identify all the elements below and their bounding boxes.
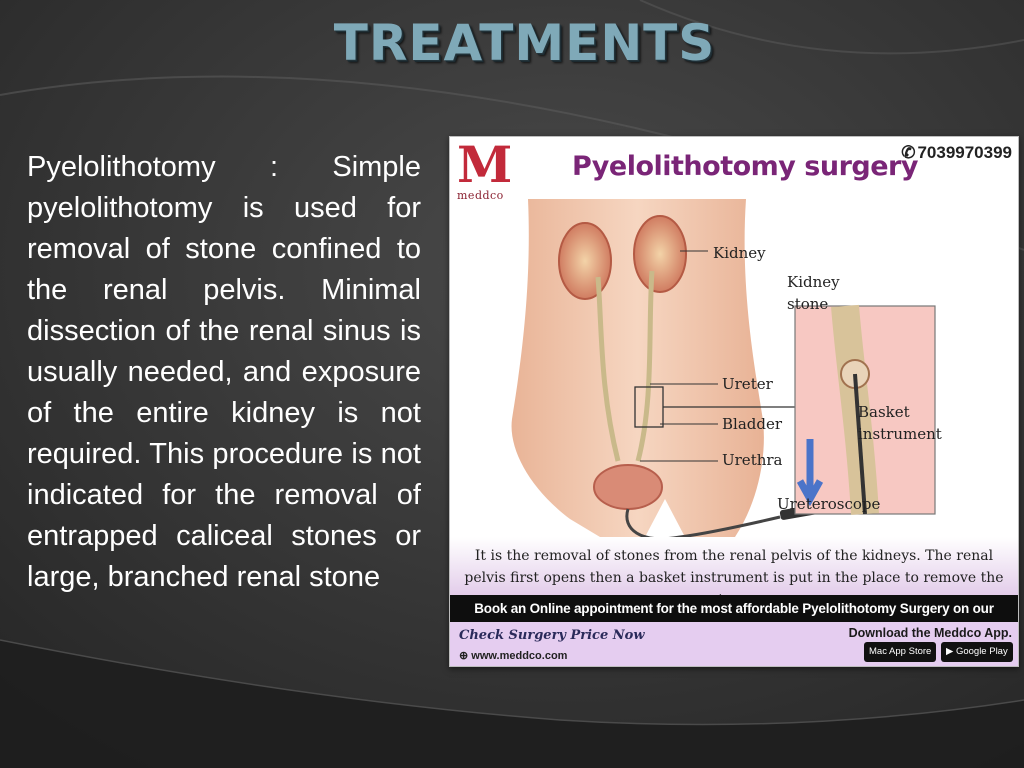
pyelolithotomy-figure: M meddco Pyelolithotomy surgery ✆7039970… <box>449 136 1019 667</box>
label-kidney-stone-1: Kidney <box>787 273 840 291</box>
ureteroscope-shaft <box>625 508 781 537</box>
label-bladder: Bladder <box>722 415 783 433</box>
right-kidney <box>633 215 687 293</box>
label-urethra: Urethra <box>722 451 783 469</box>
globe-icon: ⊕ <box>459 650 469 662</box>
right-ureter <box>635 270 655 462</box>
label-basket-1: Basket <box>858 403 910 421</box>
app-store-badge: Mac App Store <box>864 642 936 662</box>
book-appointment-bar: Book an Online appointment for the most … <box>450 595 1018 643</box>
app-store-label: Mac App Store <box>869 646 932 657</box>
bottom-band: Check Surgery Price Now ⊕ www.meddco.com… <box>450 622 1018 666</box>
label-kidney-stone-2: stone <box>787 295 829 313</box>
check-price-link: Check Surgery Price Now <box>459 628 645 643</box>
website-text: ⊕ www.meddco.com <box>459 649 567 662</box>
label-ureter: Ureter <box>722 375 773 393</box>
logo-letter: M <box>457 136 513 194</box>
google-play-badge: ▶ Google Play <box>941 642 1013 662</box>
left-kidney <box>558 222 612 300</box>
logo-text: meddco <box>457 189 504 202</box>
inset-basket <box>853 373 867 515</box>
phone-number: ✆7039970399 <box>901 143 1012 163</box>
bladder <box>593 464 663 510</box>
label-ureteroscope: Ureteroscope <box>777 495 881 513</box>
phone-text: 7039970399 <box>917 143 1012 162</box>
label-kidney: Kidney <box>713 244 766 262</box>
figure-title: Pyelolithotomy surgery <box>572 151 918 182</box>
body-text: Pyelolithotomy : Simple pyelolithotomy i… <box>27 151 421 593</box>
download-app-text: Download the Meddco App. <box>848 626 1012 640</box>
anatomy-illustration <box>511 199 936 537</box>
inset-arrow <box>796 439 824 507</box>
label-basket-2: instrument <box>858 425 942 443</box>
slide-title: TREATMENTS <box>333 14 716 72</box>
play-icon: ▶ <box>946 646 954 657</box>
website-url: www.meddco.com <box>471 650 568 662</box>
phone-icon: ✆ <box>901 143 916 162</box>
left-ureter <box>595 276 621 462</box>
meddco-logo: M meddco <box>455 140 512 203</box>
caption-band: It is the removal of stones from the ren… <box>450 537 1018 608</box>
google-play-label: Google Play <box>955 646 1008 657</box>
